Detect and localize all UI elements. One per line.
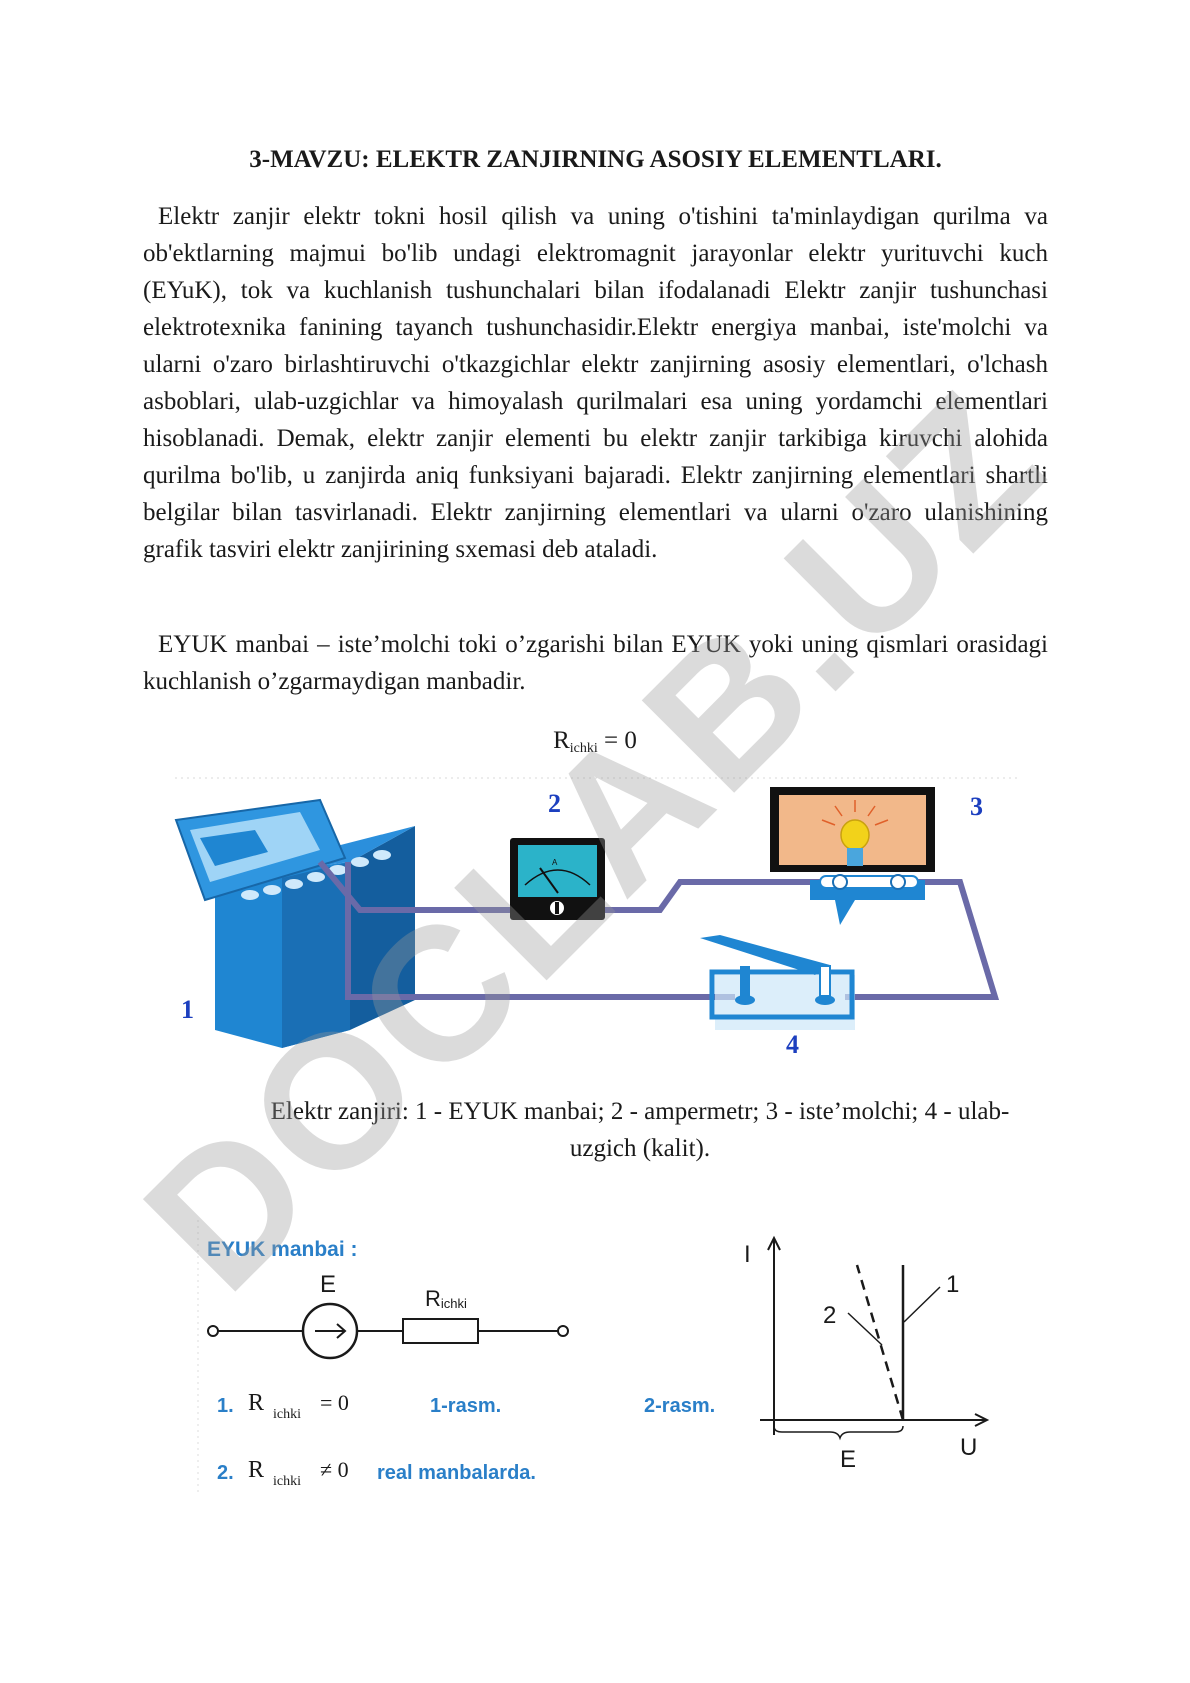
case2-symbol: R [248,1457,264,1483]
ammeter-icon: A [510,838,605,920]
fig2-label: 2-rasm. [644,1395,715,1417]
schematic-heading: EYUK manbai : [207,1238,358,1261]
curve-1-label: 1 [946,1271,959,1298]
source-e-label: E [320,1271,336,1298]
label-4: 4 [786,1030,799,1059]
formula-symbol: R [553,727,570,754]
e-label: E [840,1446,856,1473]
case1-number: 1. [217,1395,234,1417]
formula-r-internal: Richki = 0 [0,723,1190,767]
iu-graph: I U E 1 2 [744,1235,990,1473]
case1-relation: = 0 [320,1390,349,1415]
eyuk-definition-paragraph: EYUK manbai – iste’molchi toki o’zgarish… [143,631,1048,695]
case1-symbol: R [248,1390,264,1416]
ammeter-unit: A [552,858,558,867]
intro-paragraph: Elektr zanjir elektr tokni hosil qilish … [143,203,1048,563]
formula-subscript: ichki [569,741,598,756]
case2-note: real manbalarda. [377,1462,536,1484]
label-3: 3 [970,792,983,821]
case2-relation: ≠ 0 [320,1457,349,1482]
case2-number: 2. [217,1462,234,1484]
axis-i-label: I [744,1241,751,1268]
switch-icon [700,935,855,1030]
resistor-symbol [402,1318,479,1344]
curve-2-label: 2 [823,1302,836,1329]
battery-icon [174,798,415,1048]
circuit-caption: Elektr zanjiri: 1 - EYUK manbai; 2 - amp… [270,1098,1010,1162]
formula-rest: = 0 [597,727,637,754]
label-1: 1 [181,995,194,1024]
label-2: 2 [548,789,561,818]
case2-subscript: ichki [273,1474,301,1489]
resistor-label: Richki [425,1286,467,1311]
case1-subscript: ichki [273,1407,301,1422]
line-real [855,1264,905,1421]
fig1-label: 1-rasm. [430,1395,501,1417]
page-title: 3-MAVZU: ELEKTR ZANJIRNING ASOSIY ELEMEN… [249,146,942,173]
axis-u-label: U [960,1434,977,1461]
lamp-icon [770,787,935,925]
